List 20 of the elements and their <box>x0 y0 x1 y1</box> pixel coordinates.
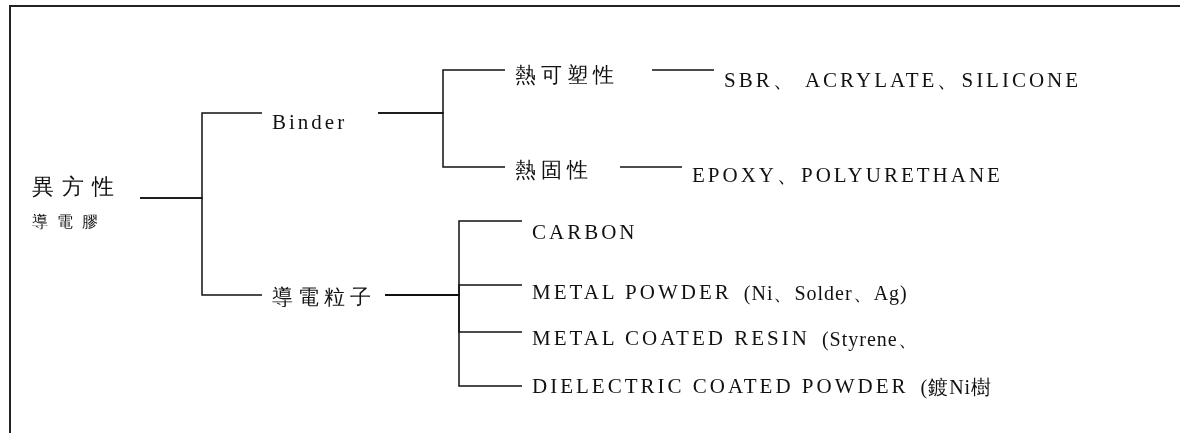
category-label: CARBON <box>522 216 638 248</box>
category-label: 導電粒子 <box>262 281 385 313</box>
note-text: (Styrene、 <box>821 327 919 353</box>
category-label: 熱可塑性 <box>505 59 652 91</box>
category-label: 導電膠 <box>32 212 107 233</box>
category-label: METAL COATED RESIN <box>522 325 810 351</box>
connector-line <box>139 197 263 296</box>
category-label: 異方性 <box>32 173 122 201</box>
category-label: Binder <box>262 106 378 138</box>
connector-line <box>651 69 715 71</box>
connector-line <box>619 166 683 168</box>
category-label: 熱固性 <box>505 154 620 186</box>
category-label: DIELECTRIC COATED POWDER <box>522 373 909 399</box>
category-label: EPOXY、POLYURETHANE <box>682 159 1102 191</box>
connector-line <box>384 294 523 387</box>
note-text: (Ni、Solder、Ag) <box>743 281 908 307</box>
note-text: (鍍Ni樹 <box>920 375 993 401</box>
connector-line <box>377 112 506 168</box>
category-label: SBR、 ACRYLATE、SILICONE <box>714 64 1180 96</box>
category-label: METAL POWDER <box>522 279 732 305</box>
